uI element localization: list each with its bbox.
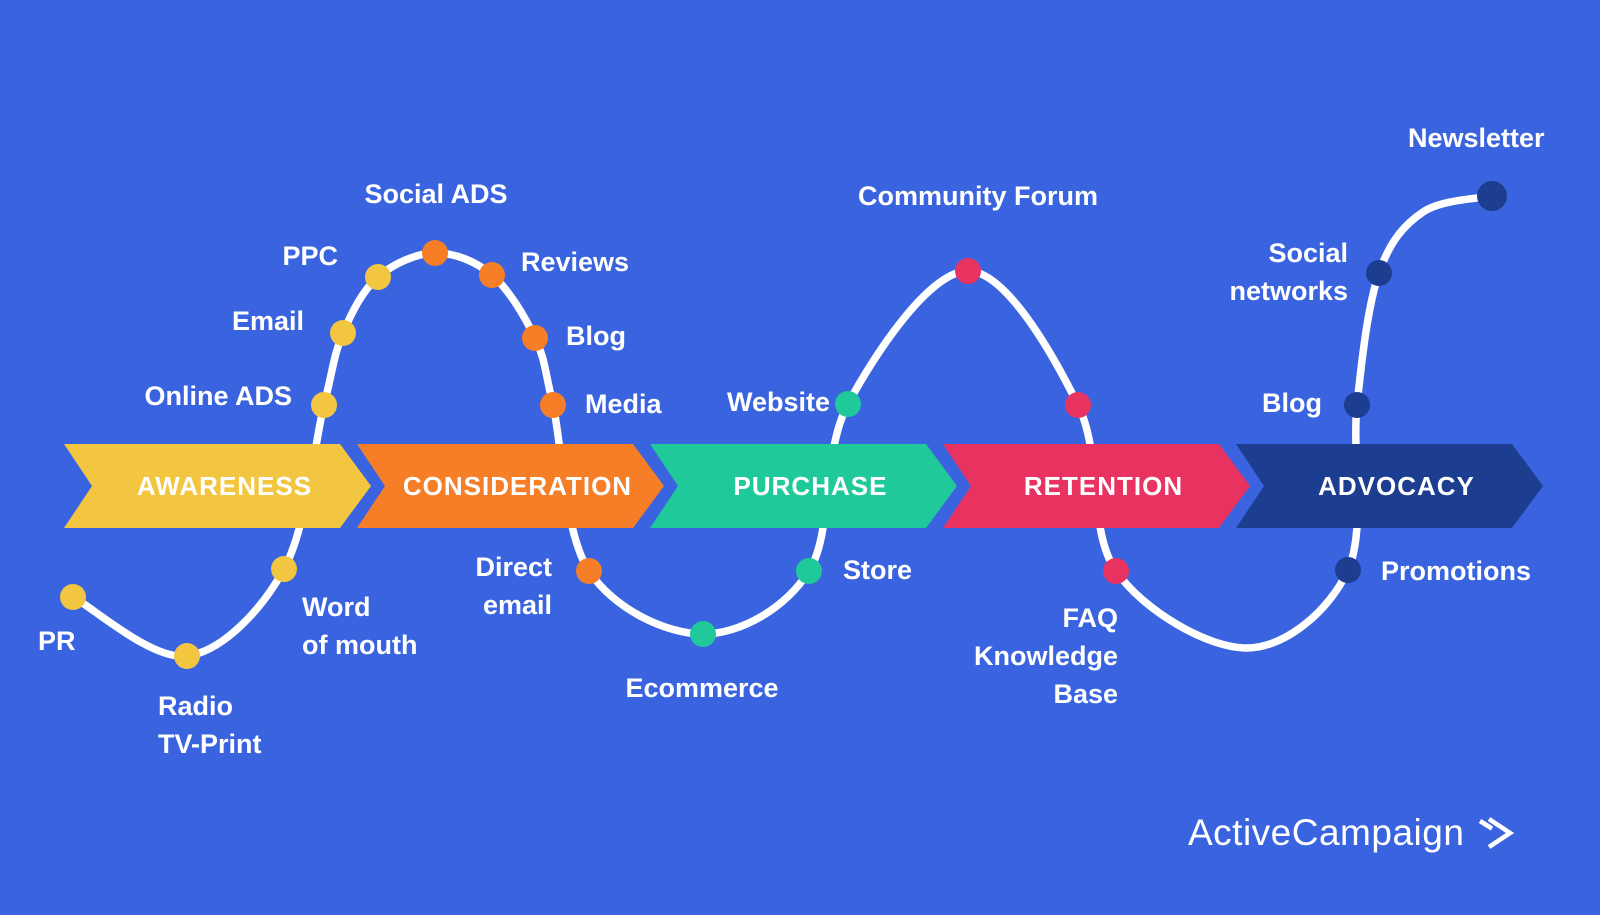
activecampaign-chevron-icon <box>1479 817 1515 849</box>
touchpoint-label-line: PR <box>38 626 76 656</box>
touchpoint-label-line: Radio <box>158 691 234 721</box>
touchpoint-dot-word-of-mouth <box>271 556 297 582</box>
stage-arrow-label: ADVOCACY <box>1318 470 1475 501</box>
touchpoint-label-line: Store <box>843 555 913 585</box>
touchpoint-label-line: Website <box>726 387 830 417</box>
touchpoint-dot-promotions <box>1335 557 1361 583</box>
touchpoint-label-social-ads: Social ADS <box>364 175 507 213</box>
stage-arrow-label: RETENTION <box>1023 470 1184 501</box>
touchpoint-dot-newsletter <box>1477 181 1507 211</box>
touchpoint-dot-blog-advocacy <box>1344 392 1370 418</box>
activecampaign-logo-text: ActiveCampaign <box>1188 812 1465 853</box>
touchpoint-label-pr: PR <box>38 622 76 660</box>
touchpoint-label-line: networks <box>1229 276 1348 306</box>
touchpoint-label-line: Blog <box>1262 388 1322 418</box>
touchpoint-label-ppc: PPC <box>282 237 338 275</box>
touchpoint-label-line: Word <box>302 592 371 622</box>
touchpoint-label-website: Website <box>727 383 830 421</box>
touchpoint-dot-email <box>330 320 356 346</box>
touchpoint-label-line: Newsletter <box>1408 123 1545 153</box>
touchpoint-label-store: Store <box>843 551 912 589</box>
touchpoint-label-blog-consideration: Blog <box>566 317 626 355</box>
touchpoint-label-line: Social <box>1268 238 1348 268</box>
touchpoint-label-line: Social ADS <box>364 179 508 209</box>
activecampaign-logo: ActiveCampaign <box>1188 812 1515 854</box>
touchpoint-label-line: Media <box>585 389 662 419</box>
touchpoint-label-blog-advocacy: Blog <box>1262 384 1322 422</box>
touchpoint-label-line: Online ADS <box>144 381 292 411</box>
touchpoint-label-line: Promotions <box>1381 556 1532 586</box>
stage-arrow-awareness: AWARENESS <box>64 444 371 528</box>
touchpoint-label-newsletter: Newsletter <box>1408 119 1545 157</box>
stage-arrow-label: PURCHASE <box>733 470 888 501</box>
touchpoint-dot-radio-tv-print <box>174 643 200 669</box>
touchpoint-label-line: Direct <box>475 552 552 582</box>
touchpoint-dot-media <box>540 392 566 418</box>
touchpoint-dot-reviews <box>479 262 505 288</box>
touchpoint-label-direct-email: Direct email <box>475 548 552 624</box>
touchpoint-label-line: Blog <box>566 321 626 351</box>
touchpoint-label-line: of mouth <box>302 630 418 660</box>
touchpoint-label-word-of-mouth: Word of mouth <box>302 588 417 664</box>
touchpoint-label-line: FAQ <box>1062 603 1118 633</box>
touchpoint-label-line: email <box>482 590 552 620</box>
touchpoint-label-line: Base <box>1053 679 1118 709</box>
touchpoint-dot-social-ads <box>422 240 448 266</box>
touchpoint-label-line: PPC <box>282 241 338 271</box>
touchpoint-label-promotions: Promotions <box>1381 552 1531 590</box>
touchpoint-label-media: Media <box>585 385 662 423</box>
touchpoint-dot-ppc <box>365 264 391 290</box>
touchpoint-dot-website <box>835 391 861 417</box>
touchpoint-dot-pr <box>60 584 86 610</box>
stage-arrow-label: CONSIDERATION <box>402 470 633 501</box>
touchpoint-label-line: TV-Print <box>158 729 262 759</box>
touchpoint-dot-store <box>796 558 822 584</box>
stage-arrow-advocacy: ADVOCACY <box>1236 444 1543 528</box>
stage-arrow-purchase: PURCHASE <box>650 444 957 528</box>
touchpoint-label-line: Ecommerce <box>625 673 779 703</box>
touchpoint-label-line: Community Forum <box>858 181 1098 211</box>
stage-arrow-consideration: CONSIDERATION <box>357 444 664 528</box>
touchpoint-label-line: Knowledge <box>973 641 1118 671</box>
touchpoint-dot-blog-consideration <box>522 325 548 351</box>
touchpoint-dot-faq-knowledge-base <box>1103 558 1129 584</box>
touchpoint-label-community-forum: Community Forum <box>858 177 1098 215</box>
touchpoint-label-social-networks: Social networks <box>1229 234 1348 310</box>
journey-curve <box>69 192 1496 660</box>
touchpoint-dot-social-networks <box>1366 260 1392 286</box>
touchpoint-label-online-ads: Online ADS <box>144 377 292 415</box>
touchpoint-label-reviews: Reviews <box>521 243 629 281</box>
touchpoint-label-line: Reviews <box>521 247 630 277</box>
touchpoint-label-line: Email <box>231 306 304 336</box>
touchpoint-dots <box>60 181 1507 669</box>
touchpoint-dot-online-ads <box>311 392 337 418</box>
touchpoint-dot-ecommerce <box>690 621 716 647</box>
stage-arrow-label: AWARENESS <box>136 470 313 501</box>
touchpoint-label-email: Email <box>232 302 304 340</box>
stage-arrow-retention: RETENTION <box>943 444 1250 528</box>
touchpoint-dot-direct-email <box>576 558 602 584</box>
touchpoint-dot-community-forum <box>955 258 981 284</box>
touchpoint-dot-retention-mid <box>1065 392 1091 418</box>
touchpoint-label-ecommerce: Ecommerce <box>625 669 778 707</box>
